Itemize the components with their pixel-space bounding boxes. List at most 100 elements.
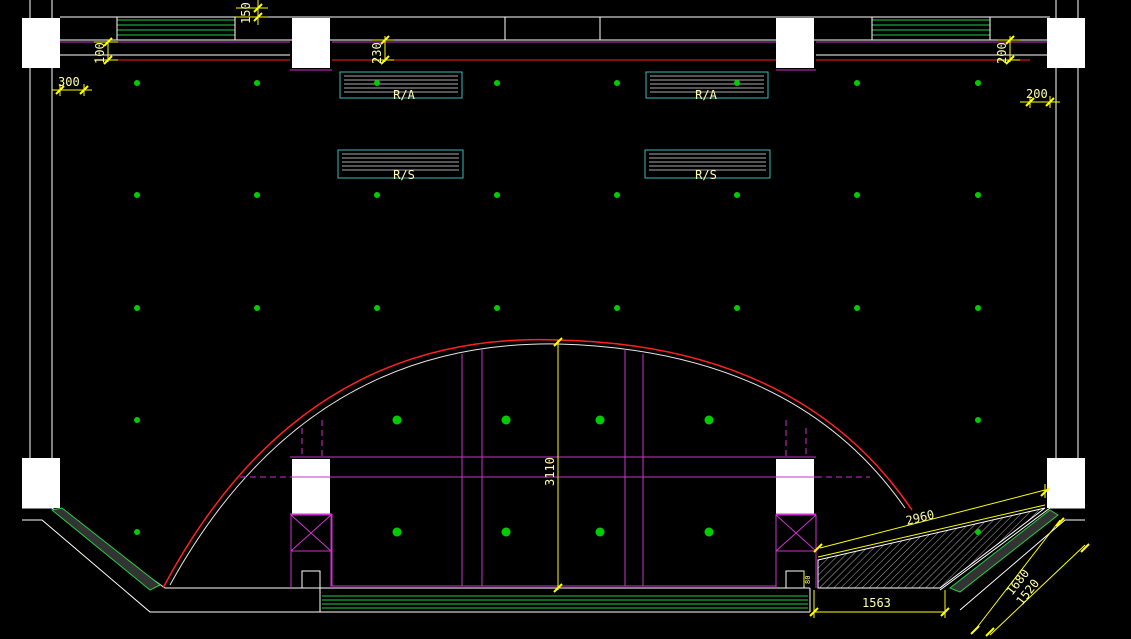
- column-icon: [1047, 18, 1085, 68]
- vent-label-ra-1: R/A: [393, 88, 415, 102]
- bottom-glazing: [322, 595, 808, 609]
- dimension-tick: [809, 607, 819, 617]
- angled-glazing-left: [50, 507, 161, 591]
- downlight-icon: [595, 415, 605, 425]
- dimension-tick: [1025, 97, 1035, 107]
- vent-label-rs-1: R/S: [393, 168, 415, 182]
- top-glazing-right: [872, 19, 990, 36]
- downlight-icon: [704, 415, 714, 425]
- downlight-icon: [975, 305, 981, 311]
- top-glazing-left-frame: [116, 16, 236, 41]
- dimension-ticks: [55, 3, 1090, 637]
- downlight-icon: [494, 192, 500, 198]
- vent-grille-icon: R/A: [339, 71, 463, 102]
- downlight-icon: [734, 192, 740, 198]
- downlight-icon: [494, 305, 500, 311]
- downlight-icon: [494, 80, 500, 86]
- vent-label-rs-2: R/S: [695, 168, 717, 182]
- downlight-icon: [614, 305, 620, 311]
- dim-200-right: 200: [1026, 87, 1048, 101]
- dimension-tick: [985, 627, 995, 637]
- dimension-tick: [79, 85, 89, 95]
- dimension-tick: [1040, 487, 1050, 497]
- downlight-icon: [392, 527, 402, 537]
- dimension-tick: [1045, 97, 1055, 107]
- downlight-icon: [854, 80, 860, 86]
- dimension-tick: [55, 85, 65, 95]
- column-icon: [292, 459, 330, 514]
- column-icon: [776, 18, 814, 68]
- dim-230: 230: [370, 42, 384, 64]
- arch-outer-red: [162, 338, 913, 589]
- dimension-tick: [380, 35, 390, 45]
- downlight-icon: [374, 305, 380, 311]
- downlight-icon: [374, 192, 380, 198]
- dimension-tick: [1005, 55, 1015, 65]
- dim-80: 80: [804, 576, 812, 584]
- column-icon: [22, 18, 60, 68]
- vents: R/A R/A R/S R/S: [337, 71, 771, 182]
- downlights: [134, 80, 981, 537]
- top-glazing-right-frame: [871, 16, 991, 41]
- arched-ceiling: [162, 338, 913, 589]
- downlight-icon: [704, 527, 714, 537]
- column-icon: [776, 459, 814, 514]
- dimension-tick: [103, 37, 113, 47]
- downlight-icon: [501, 415, 511, 425]
- vent-grille-icon: R/A: [645, 71, 769, 102]
- downlight-icon: [975, 192, 981, 198]
- dim-2960: 2960: [904, 507, 935, 528]
- hatched-platform: [817, 504, 1046, 589]
- dim-200-top: 200: [995, 42, 1009, 64]
- downlight-icon: [392, 415, 402, 425]
- angled-glazing-right: [949, 509, 1059, 593]
- dim-300: 300: [58, 75, 80, 89]
- dimension-tick: [1080, 543, 1090, 553]
- column-icon: [1047, 458, 1085, 508]
- downlight-icon: [134, 305, 140, 311]
- dimensions: [52, 0, 1086, 636]
- dim-1563: 1563: [862, 596, 891, 610]
- downlight-icon: [254, 305, 260, 311]
- dim-3110: 3110: [543, 457, 557, 486]
- downlight-icon: [134, 80, 140, 86]
- dimension-tick: [380, 55, 390, 65]
- dimension-tick: [103, 55, 113, 65]
- downlight-icon: [734, 305, 740, 311]
- column-icon: [292, 18, 330, 68]
- dimension-tick: [940, 607, 950, 617]
- dimension-tick: [253, 12, 263, 22]
- dimension-tick: [970, 625, 980, 635]
- dimension-tick: [553, 583, 563, 593]
- downlight-icon: [134, 529, 140, 535]
- dim-100: 100: [93, 42, 107, 64]
- vent-grille-icon: R/S: [644, 149, 771, 182]
- dimension-tick: [553, 337, 563, 347]
- downlight-icon: [614, 192, 620, 198]
- dimension-tick: [1005, 35, 1015, 45]
- arch-inner-white: [169, 343, 906, 586]
- dimension-tick: [1055, 517, 1065, 527]
- column-icon: [22, 458, 60, 508]
- dimension-tick: [253, 3, 263, 13]
- top-glazing-left: [117, 19, 235, 36]
- downlight-icon: [134, 417, 140, 423]
- columns: [22, 18, 1085, 514]
- downlight-icon: [254, 80, 260, 86]
- downlight-icon: [975, 80, 981, 86]
- downlight-icon: [854, 305, 860, 311]
- downlight-icon: [975, 529, 981, 535]
- downlight-icon: [134, 192, 140, 198]
- dim-150: 150: [239, 2, 253, 24]
- vent-label-ra-2: R/A: [695, 88, 717, 102]
- downlight-icon: [254, 192, 260, 198]
- downlight-icon: [854, 192, 860, 198]
- dimension-tick: [813, 543, 823, 553]
- downlight-icon: [975, 417, 981, 423]
- downlight-icon: [501, 527, 511, 537]
- downlight-icon: [734, 80, 740, 86]
- downlight-icon: [595, 527, 605, 537]
- downlight-icon: [374, 80, 380, 86]
- downlight-icon: [614, 80, 620, 86]
